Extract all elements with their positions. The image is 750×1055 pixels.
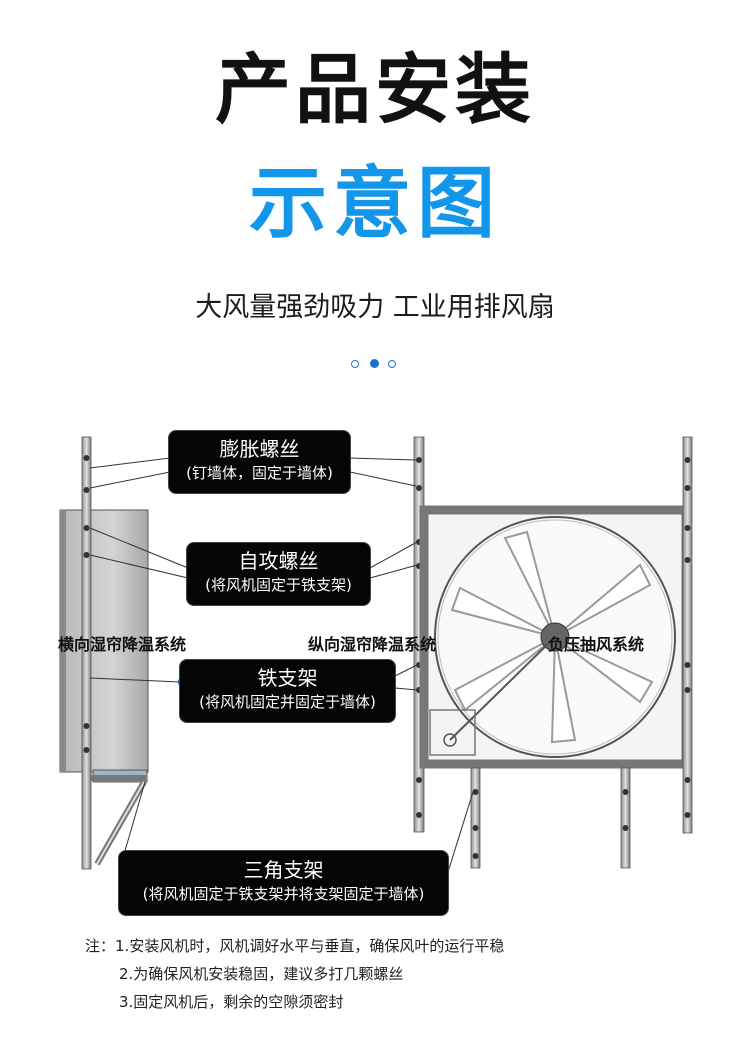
indicator-dot [388,360,396,368]
callout-title: 自攻螺丝 [238,549,319,573]
callout-desc: (将风机固定于铁支架) [205,576,352,594]
horizontal-system-label: 横向湿帘降温系统 [58,635,187,654]
note-item: 3.固定风机后，剩余的空隙须密封 [119,993,344,1011]
note-item: 1.安装风机时，风机调好水平与垂直，确保风叶的运行平稳 [115,937,505,955]
page-indicator [349,357,401,371]
right-iron-bracket [682,436,693,834]
note-item: 2.为确保风机安装稳固，建议多打几颗螺丝 [119,965,404,983]
callout-title: 膨胀螺丝 [219,437,300,461]
callout-desc: (将风机固定于铁支架并将支架固定于墙体) [142,885,425,903]
callout-triangle-bracket: 三角支架 (将风机固定于铁支架并将支架固定于墙体) [119,851,448,915]
horizontal-wet-pad [59,509,149,783]
title-line-2: 示意图 [248,159,501,249]
installation-diagram [59,436,693,873]
callout-desc: (将风机固定并固定于墙体) [199,693,376,711]
callout-tapping-screw: 自攻螺丝 (将风机固定于铁支架) [187,543,370,605]
subtitle: 大风量强劲吸力 工业用排风扇 [195,292,555,323]
title-line-1: 产品安装 [215,45,535,134]
installation-notes: 注：1.安装风机时，风机调好水平与垂直，确保风叶的运行平稳 2.为确保风机安装稳… [85,932,504,1016]
callout-desc: (钉墙体，固定于墙体) [186,464,333,482]
vertical-system-label: 纵向湿帘降温系统 [308,635,437,654]
callout-expansion-screw: 膨胀螺丝 (钉墙体，固定于墙体) [169,431,350,493]
left-iron-bracket [81,436,92,870]
callout-title: 铁支架 [257,666,318,690]
callout-iron-bracket: 铁支架 (将风机固定并固定于墙体) [180,660,395,722]
negative-pressure-system-label: 负压抽风系统 [548,635,645,654]
notes-prefix: 注： [85,937,116,955]
indicator-dot-active [370,359,379,368]
triangle-bracket-left [91,775,147,866]
callout-title: 三角支架 [243,858,324,882]
indicator-dot [351,360,359,368]
fan-support-legs [470,767,631,869]
